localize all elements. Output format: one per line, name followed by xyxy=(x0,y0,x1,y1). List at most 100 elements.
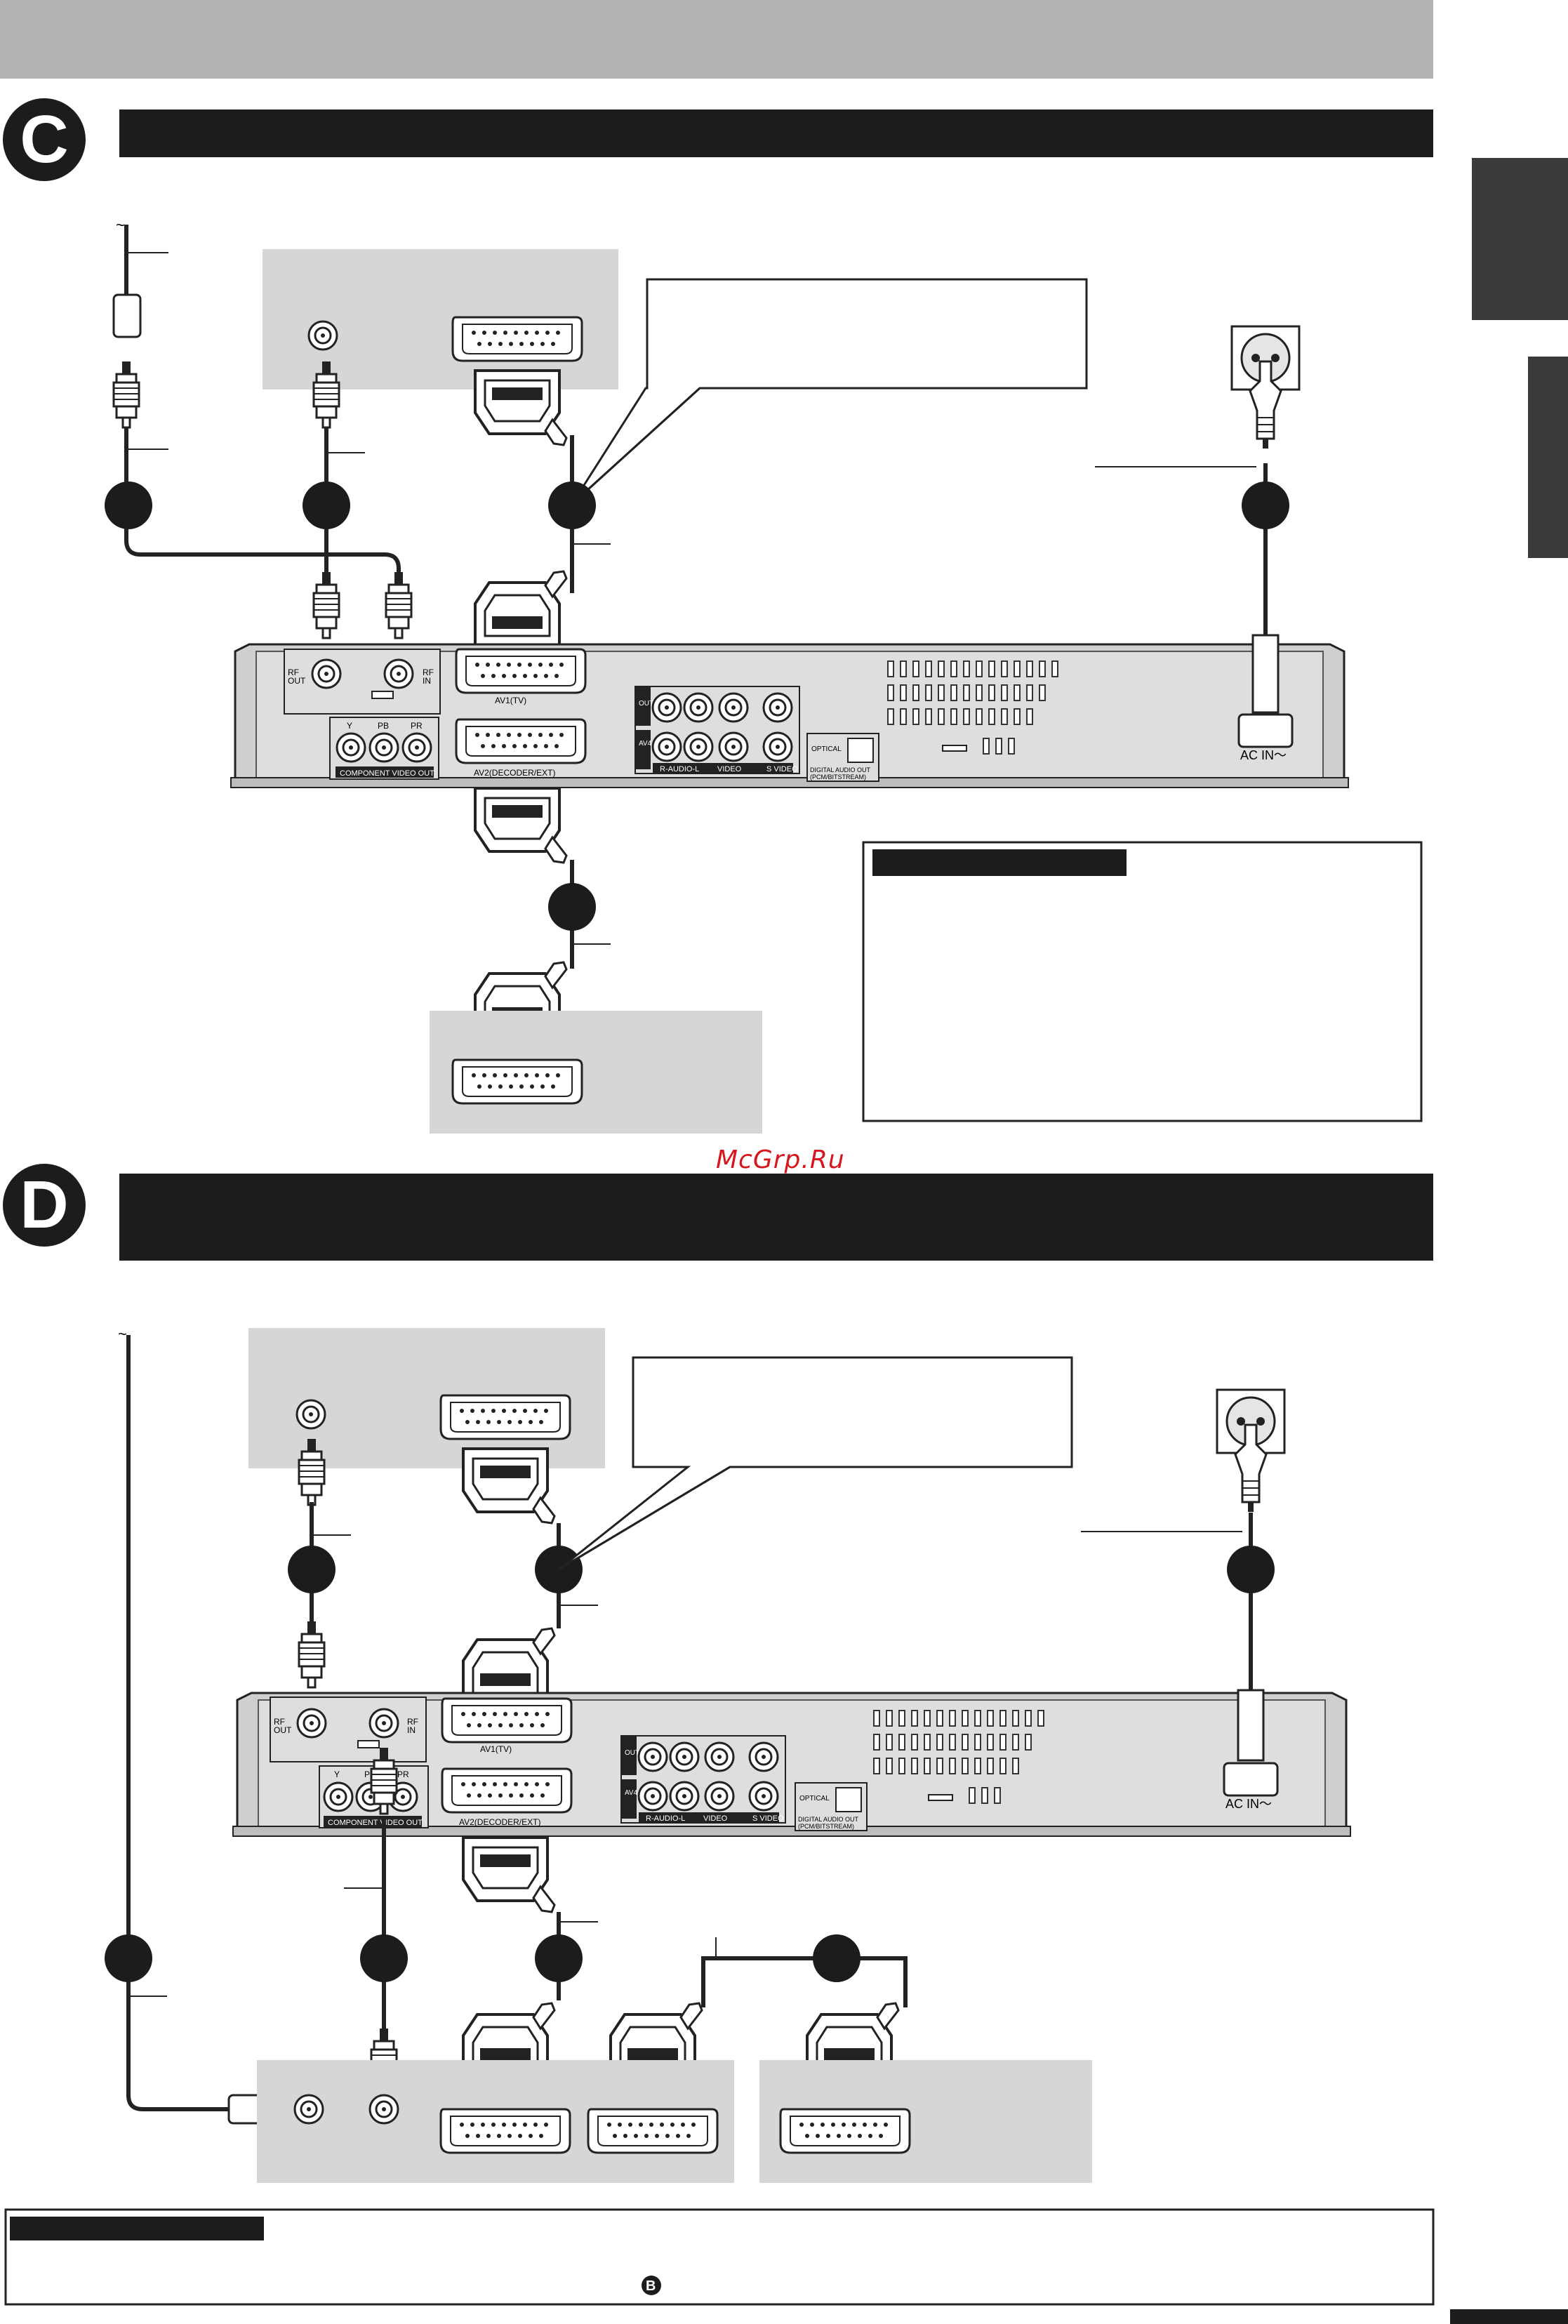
av2-scart-socket-d xyxy=(441,1767,573,1814)
av1-scart-socket xyxy=(455,648,587,694)
page-number-block xyxy=(1450,2309,1568,2324)
rf-out-jack-d xyxy=(296,1708,327,1739)
scart-plug-tv-end xyxy=(474,369,568,446)
mains-socket-c xyxy=(1230,325,1301,450)
out-audio-l-jack xyxy=(683,692,714,723)
aerial-plug-c: ~ xyxy=(112,216,168,338)
rf-plug-aerial xyxy=(112,360,140,429)
scart-plug-av1 xyxy=(474,570,568,647)
step-dot-d3 xyxy=(1227,1546,1275,1593)
rf-in-jack xyxy=(383,658,414,689)
in-audio-l-jack-d xyxy=(669,1781,700,1812)
component-video-out-label: COMPONENT VIDEO OUT xyxy=(340,769,434,778)
scart-plug-tv-end-d xyxy=(462,1447,556,1525)
in-video-jack-d xyxy=(704,1781,735,1812)
step-dot-d1 xyxy=(288,1546,335,1593)
callout-box-c xyxy=(571,278,1088,505)
svideo-label: S VIDEO xyxy=(766,765,798,773)
section-c-title-bar xyxy=(119,109,1433,157)
r-audio-l-label: R-AUDIO-L xyxy=(660,765,699,773)
page-ref-b-letter: B xyxy=(646,2278,656,2294)
video-label-d: VIDEO xyxy=(703,1814,728,1823)
rf-out-label-2: OUT xyxy=(288,676,306,686)
out-label: OUT xyxy=(639,700,653,708)
in-audio-r-jack xyxy=(651,731,682,762)
in-svideo-jack xyxy=(762,731,793,762)
tv-scart-socket xyxy=(451,316,583,362)
rf-in-label-d1: RF xyxy=(407,1717,418,1727)
vcr-rf-out-jack xyxy=(293,2094,324,2125)
step-dot-d6 xyxy=(535,1934,583,1982)
svg-text:~: ~ xyxy=(118,1325,127,1343)
tv-scart-socket-d xyxy=(439,1394,571,1440)
scart-plug-av1-d xyxy=(462,1627,556,1704)
in-svideo-jack-d xyxy=(748,1781,779,1812)
top-gray-band xyxy=(0,0,1433,79)
page-ref-b-icon xyxy=(642,2276,661,2295)
r-audio-l-label-d: R-AUDIO-L xyxy=(646,1814,685,1823)
out-svideo-jack xyxy=(762,692,793,723)
watermark: McGrp.Ru xyxy=(716,1146,845,1174)
step-dot-d4 xyxy=(360,1934,408,1982)
step-dot-d5 xyxy=(105,1934,152,1982)
rf-plug-recorder-out-d xyxy=(298,1620,326,1689)
optical-label: OPTICAL xyxy=(811,745,842,753)
in-video-jack xyxy=(718,731,749,762)
rf-in-label-1: RF xyxy=(423,668,434,677)
vcr-rf-in-jack xyxy=(368,2094,399,2125)
rf-in-jack-d xyxy=(368,1708,399,1739)
component-pr-label: PR xyxy=(411,721,423,731)
optical-label-d: OPTICAL xyxy=(799,1795,830,1802)
step-dot-5 xyxy=(548,883,596,931)
rf-in-label-2: IN xyxy=(423,676,431,686)
rf-out-label-d2: OUT xyxy=(274,1725,292,1735)
vcr-scart-2 xyxy=(587,2108,719,2154)
mains-socket-d xyxy=(1216,1388,1286,1513)
in-audio-r-jack-d xyxy=(637,1781,668,1812)
out-video-jack xyxy=(718,692,749,723)
digital-audio-out-label-d: DIGITAL AUDIO OUT xyxy=(798,1816,859,1823)
av2-label: AV2(DECODER/EXT) xyxy=(474,768,555,778)
section-c-badge: C xyxy=(3,98,86,181)
rf-out-label-d1: RF xyxy=(274,1717,285,1727)
component-y-jack-d xyxy=(323,1781,354,1812)
av1-label: AV1(TV) xyxy=(495,696,526,705)
out-label-d: OUT xyxy=(625,1749,639,1757)
section-d-badge: D xyxy=(3,1164,86,1247)
component-pr-jack xyxy=(401,732,432,763)
component-y-jack xyxy=(335,732,366,763)
tv-aerial-jack-d xyxy=(295,1399,326,1430)
rf-plug-recorder-out xyxy=(312,571,340,639)
out-audio-r-jack xyxy=(651,692,682,723)
tv-aerial-jack xyxy=(307,320,338,351)
note-box-c xyxy=(862,841,1423,1122)
video-label: VIDEO xyxy=(717,765,742,773)
svg-text:~: ~ xyxy=(116,216,125,234)
av2-scart-socket xyxy=(455,718,587,764)
component-pr-label-d: PR xyxy=(397,1769,409,1779)
section-d-title-bar xyxy=(119,1174,1433,1261)
section-d-diagram: ~ RF OUT RF IN Y PB PR xyxy=(105,1325,1352,2183)
decoder-scart-socket-d xyxy=(779,2108,911,2154)
ac-in-socket-c xyxy=(1237,713,1294,748)
av1-label-d: AV1(TV) xyxy=(480,1744,512,1754)
step-dot-d7 xyxy=(813,1934,861,1982)
component-pb-jack xyxy=(368,732,399,763)
side-tab-upper xyxy=(1472,158,1568,320)
step-dot-1 xyxy=(105,482,152,529)
note-box-c-header xyxy=(872,849,1127,876)
step-dot-4 xyxy=(1242,482,1289,529)
svideo-label-d: S VIDEO xyxy=(752,1814,784,1823)
digital-audio-out-sub-label: (PCM/BITSTREAM) xyxy=(810,773,866,781)
scart-plug-av2 xyxy=(474,787,568,864)
decoder-scart-socket xyxy=(451,1058,583,1105)
av1-scart-socket-d xyxy=(441,1697,573,1744)
vcr-scart-1 xyxy=(439,2108,571,2154)
av4-in-label: AV4 IN xyxy=(639,740,660,748)
out-svideo-jack-d xyxy=(748,1741,779,1772)
digital-audio-out-label: DIGITAL AUDIO OUT xyxy=(810,766,871,773)
out-video-jack-d xyxy=(704,1741,735,1772)
component-y-label-d: Y xyxy=(334,1769,340,1779)
av4-in-label-d: AV4 IN xyxy=(625,1789,646,1797)
